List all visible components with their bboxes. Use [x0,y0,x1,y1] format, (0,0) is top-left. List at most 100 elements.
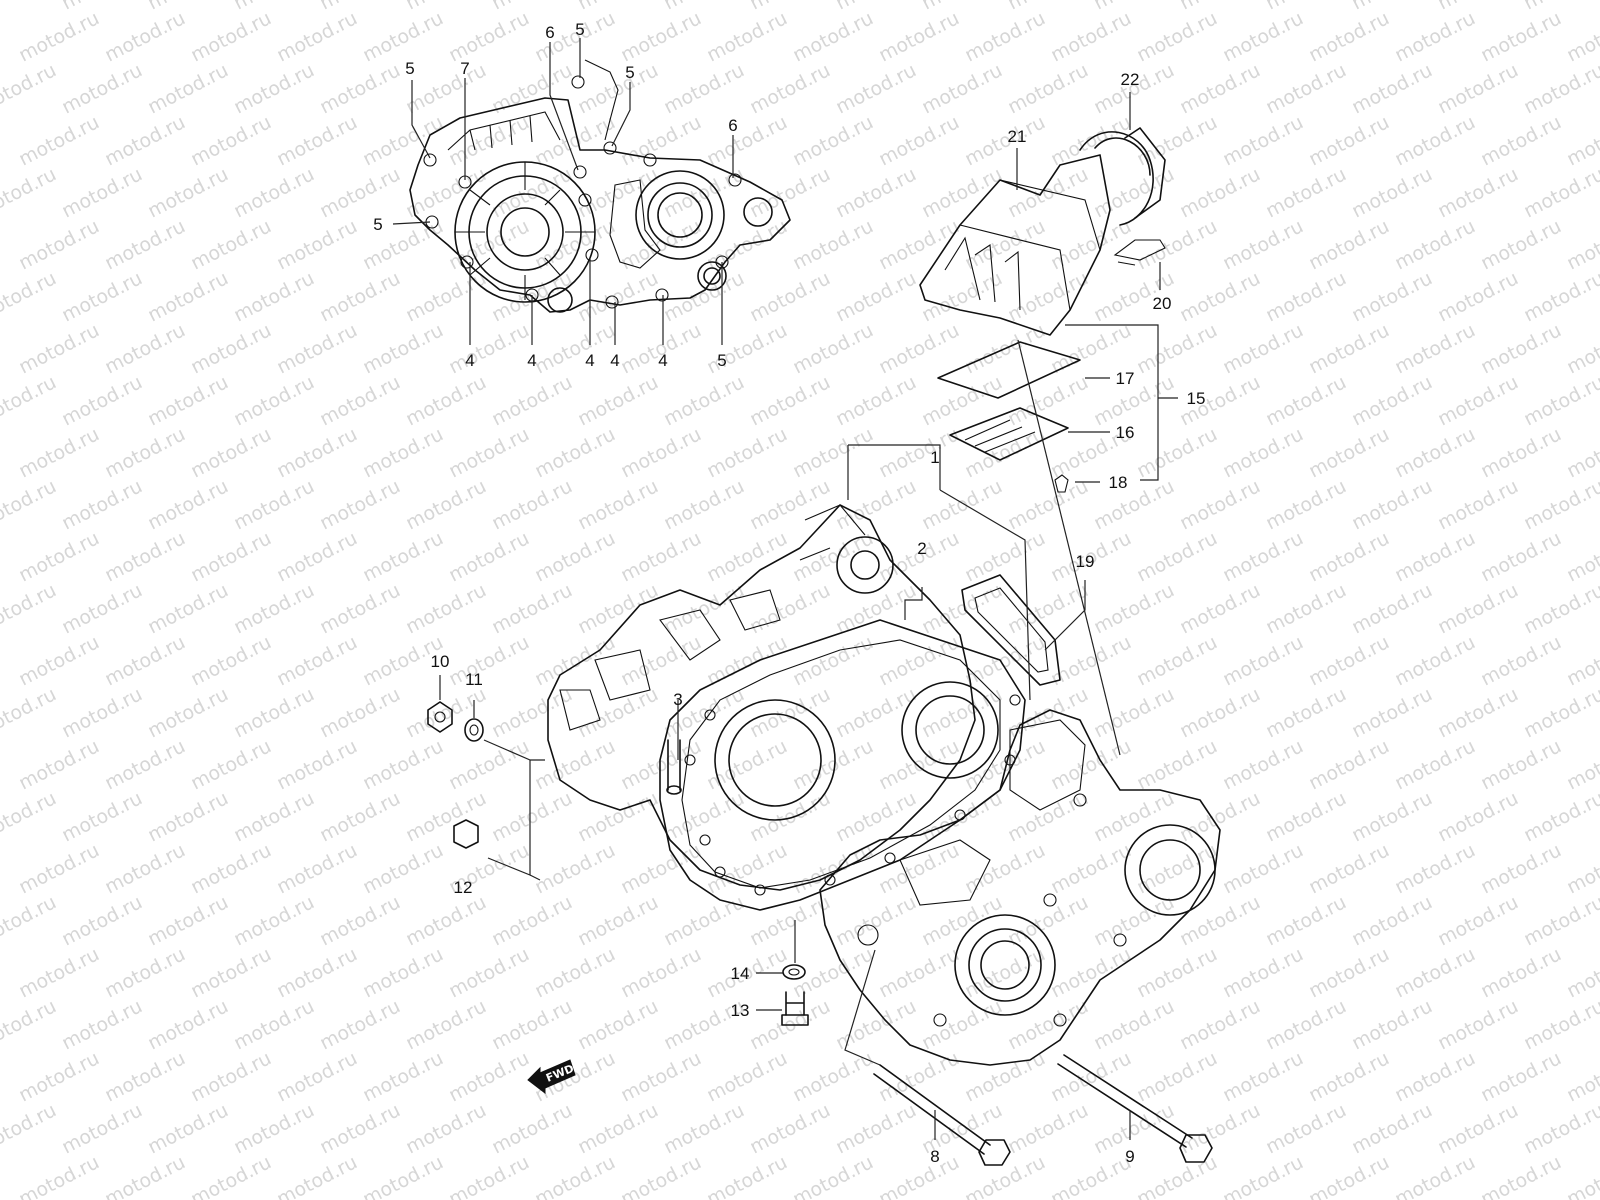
watermark-text: motod.ru [230,267,318,326]
callout-16: 16 [1116,423,1135,442]
watermark-text: motod.ru [1477,631,1565,690]
watermark-text: motod.ru [617,631,705,690]
watermark-text: motod.ru [1305,943,1393,1002]
watermark-text: motod.ru [402,579,490,638]
callout-14: 14 [731,964,750,983]
watermark-text: motod.ru [746,371,834,430]
watermark-text: motod.ru [1305,631,1393,690]
watermark-text: motod.ru [1176,163,1264,222]
watermark-text: motod.ru [1348,787,1436,846]
watermark-text: motod.ru [703,527,791,586]
watermark-text: motod.ru [1176,1099,1264,1158]
watermark-text: motod.ru [488,371,576,430]
watermark-text: motod.ru [1477,527,1565,586]
callout-5-c: 5 [625,63,634,82]
watermark-text: motod.ru [1348,1099,1436,1158]
watermark-text: motod.ru [273,111,361,170]
watermark-text: motod.ru [187,527,275,586]
watermark-text: motod.ru [58,59,146,118]
watermark-text: motod.ru [101,319,189,378]
watermark-text: motod.ru [1348,891,1436,950]
watermark-text: motod.ru [1176,787,1264,846]
watermark-text: motod.ru [445,1047,533,1106]
watermark-text: motod.ru [1477,1151,1565,1200]
watermark-text: motod.ru [1391,631,1479,690]
watermark-text: motod.ru [1477,423,1565,482]
watermark-text: motod.ru [875,215,963,274]
watermark-text: motod.ru [1219,631,1307,690]
callout-4-c: 4 [585,351,594,370]
watermark-text: motod.ru [746,579,834,638]
watermark-text: motod.ru [144,163,232,222]
callout-6-b: 6 [728,116,737,135]
watermark-text: motod.ru [1391,1151,1479,1200]
watermark-text: motod.ru [488,787,576,846]
watermark-text: motod.ru [101,215,189,274]
watermark-text: motod.ru [445,943,533,1002]
watermark-text: motod.ru [961,527,1049,586]
watermark-text: motod.ru [1391,943,1479,1002]
watermark-text: motod.ru [0,163,60,222]
watermark-text: motod.ru [402,995,490,1054]
watermark-text: motod.ru [918,995,1006,1054]
watermark-text: motod.ru [574,787,662,846]
watermark-text: motod.ru [187,839,275,898]
watermark-text: motod.ru [531,839,619,898]
watermark-text: motod.ru [0,787,60,846]
watermark-text: motod.ru [230,787,318,846]
watermark-text: motod.ru [789,423,877,482]
watermark-text: motod.ru [1391,111,1479,170]
watermark-text: motod.ru [187,631,275,690]
watermark-text: motod.ru [58,995,146,1054]
callout-5-a: 5 [405,59,414,78]
watermark-text: motod.ru [531,423,619,482]
watermark-text: motod.ru [230,59,318,118]
watermark-text: motod.ru [1477,1047,1565,1106]
callout-17: 17 [1116,369,1135,388]
watermark-text: motod.ru [1262,995,1350,1054]
watermark-text: motod.ru [1219,1151,1307,1200]
watermark-text: motod.ru [316,267,404,326]
watermark-text: motod.ru [187,1047,275,1106]
watermark-text: motod.ru [1090,579,1178,638]
watermark-text: motod.ru [402,0,490,14]
watermark-text: motod.ru [1348,579,1436,638]
watermark-text: motod.ru [144,787,232,846]
watermark-text: motod.ru [746,0,834,14]
watermark-text: motod.ru [316,163,404,222]
watermark-text: motod.ru [1262,1099,1350,1158]
watermark-text: motod.ru [1004,59,1092,118]
watermark-text: motod.ru [531,319,619,378]
watermark-text: motod.ru [58,1099,146,1158]
watermark-text: motod.ru [574,475,662,534]
watermark-text: motod.ru [1219,7,1307,66]
watermark-text: motod.ru [961,423,1049,482]
watermark-text: motod.ru [15,1151,103,1200]
watermark-text: motod.ru [1262,267,1350,326]
watermark-text: motod.ru [918,579,1006,638]
watermark-text: motod.ru [789,631,877,690]
callout-3: 3 [673,690,682,709]
watermark-text: motod.ru [918,475,1006,534]
watermark-text: motod.ru [617,839,705,898]
watermark-text: motod.ru [1262,371,1350,430]
watermark-text: motod.ru [1305,215,1393,274]
watermark-text: motod.ru [273,1151,361,1200]
watermark-text: motod.ru [918,163,1006,222]
watermark-text: motod.ru [1563,215,1600,274]
watermark-text: motod.ru [1520,995,1600,1054]
watermark-text: motod.ru [187,7,275,66]
watermark-text: motod.ru [617,527,705,586]
callout-9: 9 [1125,1147,1134,1166]
watermark-text: motod.ru [1219,839,1307,898]
watermark-text: motod.ru [488,995,576,1054]
callout-12: 12 [454,878,473,897]
callout-leaders-main [439,339,1131,1140]
watermark-text: motod.ru [1090,475,1178,534]
watermark-text: motod.ru [316,371,404,430]
crankcase-assembly [547,504,1221,1066]
watermark-text: motod.ru [703,7,791,66]
callout-4-d: 4 [610,351,619,370]
